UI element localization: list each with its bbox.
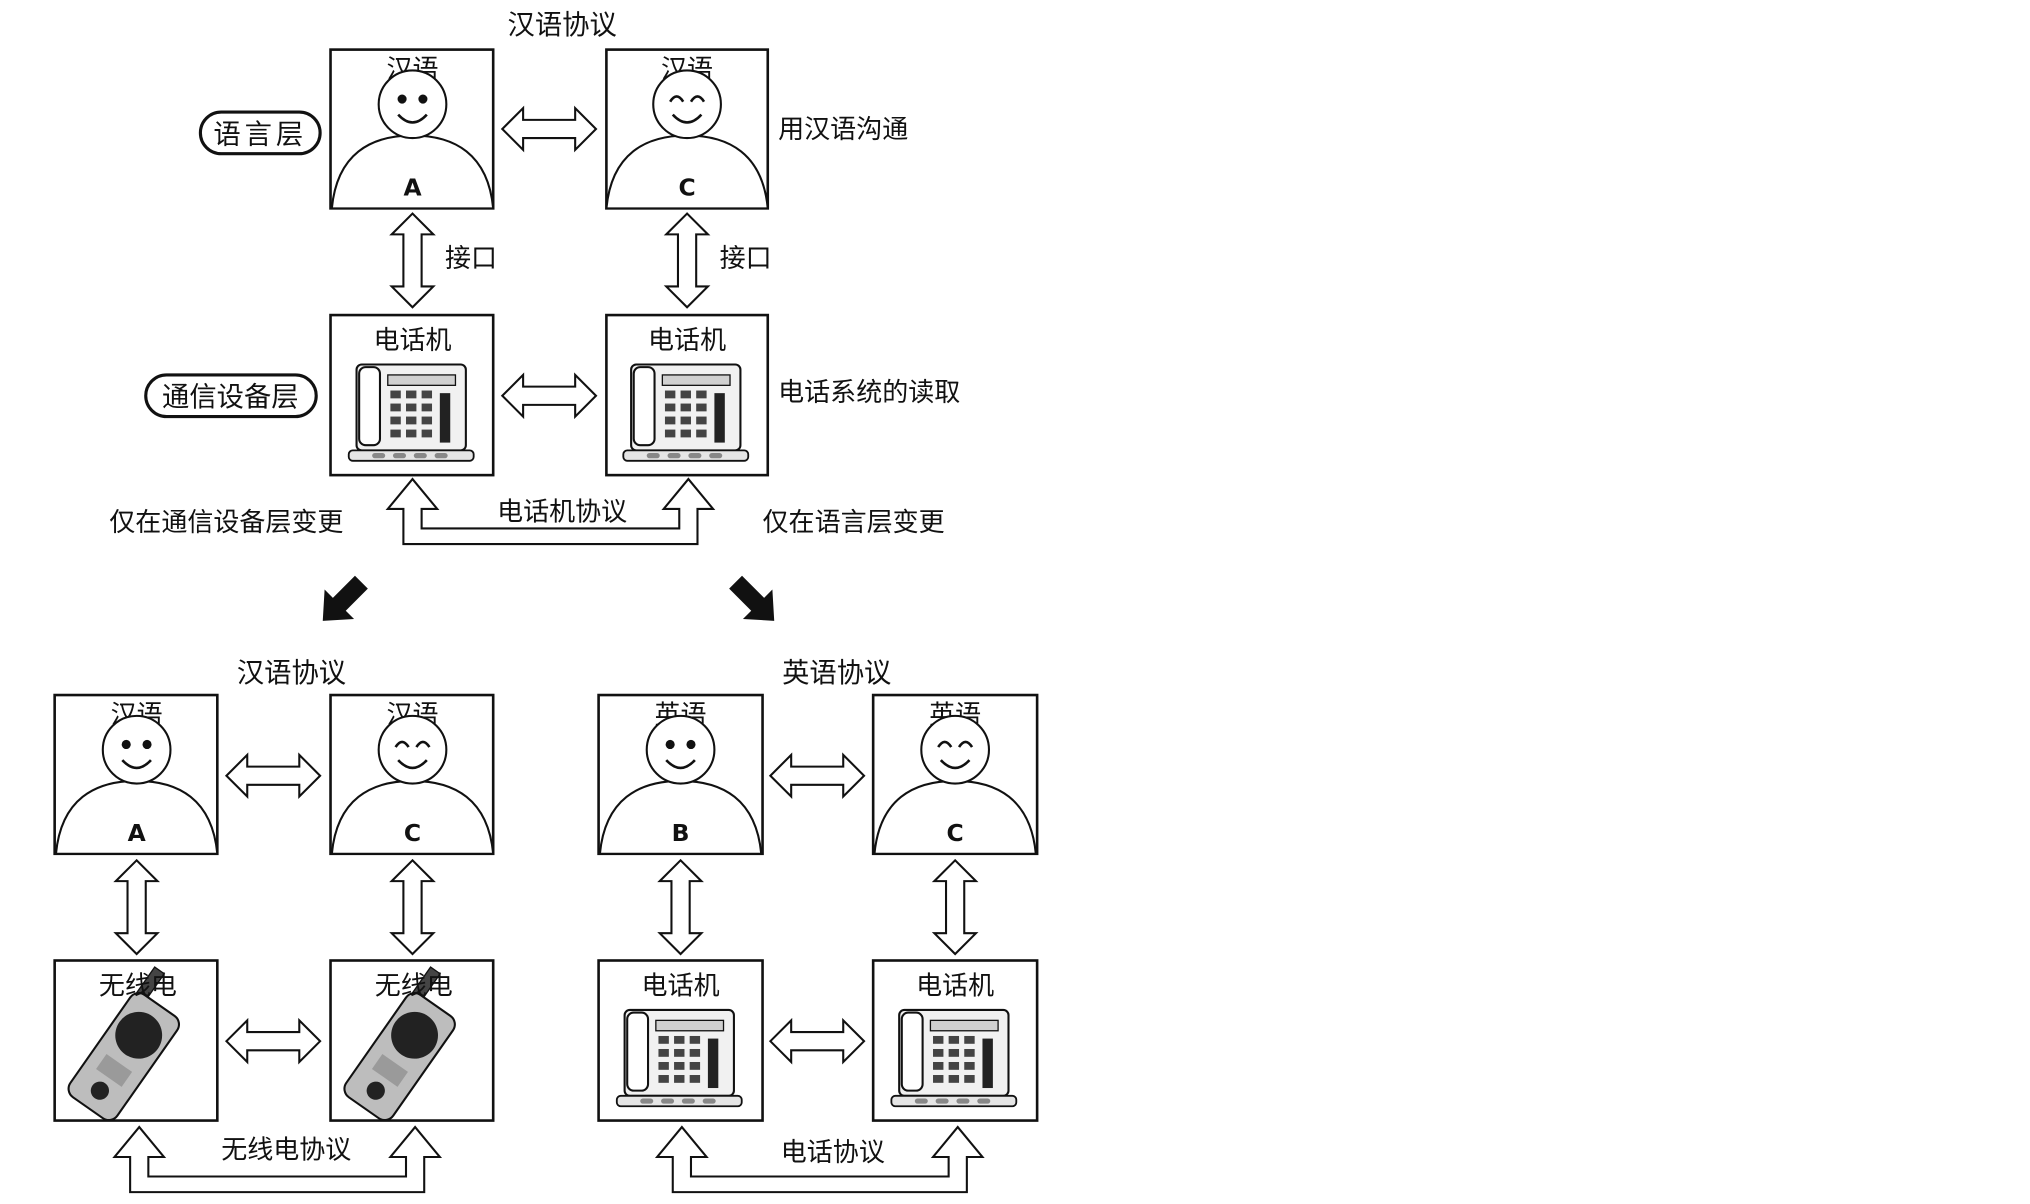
change-device-only-label: 仅在通信设备层变更	[109, 508, 343, 538]
radio-right-box: 无线电	[329, 959, 495, 1126]
person-c-box: 英语 C	[871, 693, 1039, 856]
top-protocol-title: 汉语协议	[508, 10, 617, 41]
phone-left-header: 电话机	[373, 326, 451, 356]
person-a-box: 汉语 A	[329, 48, 495, 210]
double-arrow-icon	[769, 1019, 866, 1064]
person-c-box: 汉语 C	[605, 48, 770, 210]
phone-left-box: 电话机	[597, 959, 764, 1122]
bottom-right-section: 英语协议 英语 B 英语 C 电话机 电话机 电话协议	[597, 658, 1039, 1194]
phone-protocol-arrow	[654, 1125, 985, 1194]
double-arrow-icon	[501, 107, 598, 151]
double-arrow-icon	[225, 1019, 322, 1064]
language-layer-pill	[198, 110, 322, 156]
interface-arrow-icon	[390, 212, 435, 309]
phone-right-box: 电话机	[871, 959, 1039, 1122]
top-section: 汉语协议 语言层 汉语 A 汉语 C 用汉语沟通 接口 接口 通信设备层	[109, 10, 960, 621]
interface-arrow-icon	[658, 859, 703, 956]
telephone-icon	[622, 363, 750, 462]
radio-left-box: 无线电	[53, 959, 219, 1126]
person-a-letter: A	[403, 173, 421, 201]
double-arrow-icon	[501, 373, 598, 418]
person-c-letter: C	[678, 173, 695, 201]
down-left-arrow-icon	[322, 575, 368, 621]
double-arrow-icon	[225, 753, 322, 798]
radio-protocol-arrow	[112, 1125, 443, 1194]
language-layer-label: 语言层	[213, 119, 307, 150]
person-c-letter: C	[404, 819, 421, 847]
interface-arrow-icon	[114, 859, 159, 956]
phone-left-header: 电话机	[642, 971, 720, 1001]
device-layer-pill	[144, 373, 318, 419]
interface-right-label: 接口	[720, 244, 772, 274]
phone-right-header: 电话机	[648, 326, 726, 356]
interface-left-label: 接口	[445, 244, 497, 274]
telephone-icon	[890, 1008, 1018, 1108]
person-c-letter: C	[947, 819, 964, 847]
interface-arrow-icon	[390, 859, 435, 956]
down-right-arrow-icon	[729, 575, 775, 621]
interface-arrow-icon	[665, 212, 709, 309]
person-b-box: 英语 B	[597, 693, 764, 856]
phone-protocol-arrow	[385, 477, 716, 546]
phone-protocol-label: 电话机协议	[497, 498, 627, 528]
radio-protocol-label: 无线电协议	[221, 1135, 351, 1165]
phone-protocol-label: 电话协议	[781, 1138, 885, 1168]
bottom-right-protocol-title: 英语协议	[782, 658, 891, 689]
phone-right-box: 电话机	[605, 313, 770, 477]
interface-arrow-icon	[933, 859, 978, 956]
bottom-left-section: 汉语协议 汉语 A 汉语 C 无线电 无线电 无线电协议	[53, 658, 495, 1194]
phone-right-header: 电话机	[916, 971, 994, 1001]
device-layer-label: 通信设备层	[162, 382, 299, 413]
radio-left-header: 无线电	[99, 971, 177, 1001]
phone-system-note: 电话系统的读取	[778, 378, 960, 408]
change-language-only-label: 仅在语言层变更	[763, 508, 945, 538]
telephone-icon	[615, 1008, 743, 1108]
person-a-letter: A	[128, 819, 146, 847]
telephone-icon	[347, 363, 475, 462]
person-a-box: 汉语 A	[53, 693, 219, 856]
language-note: 用汉语沟通	[778, 115, 908, 145]
radio-right-header: 无线电	[375, 971, 453, 1001]
person-b-letter: B	[672, 819, 690, 847]
person-c-box: 汉语 C	[329, 693, 495, 856]
phone-left-box: 电话机	[329, 313, 495, 477]
bottom-left-protocol-title: 汉语协议	[237, 658, 346, 689]
double-arrow-icon	[769, 753, 866, 798]
